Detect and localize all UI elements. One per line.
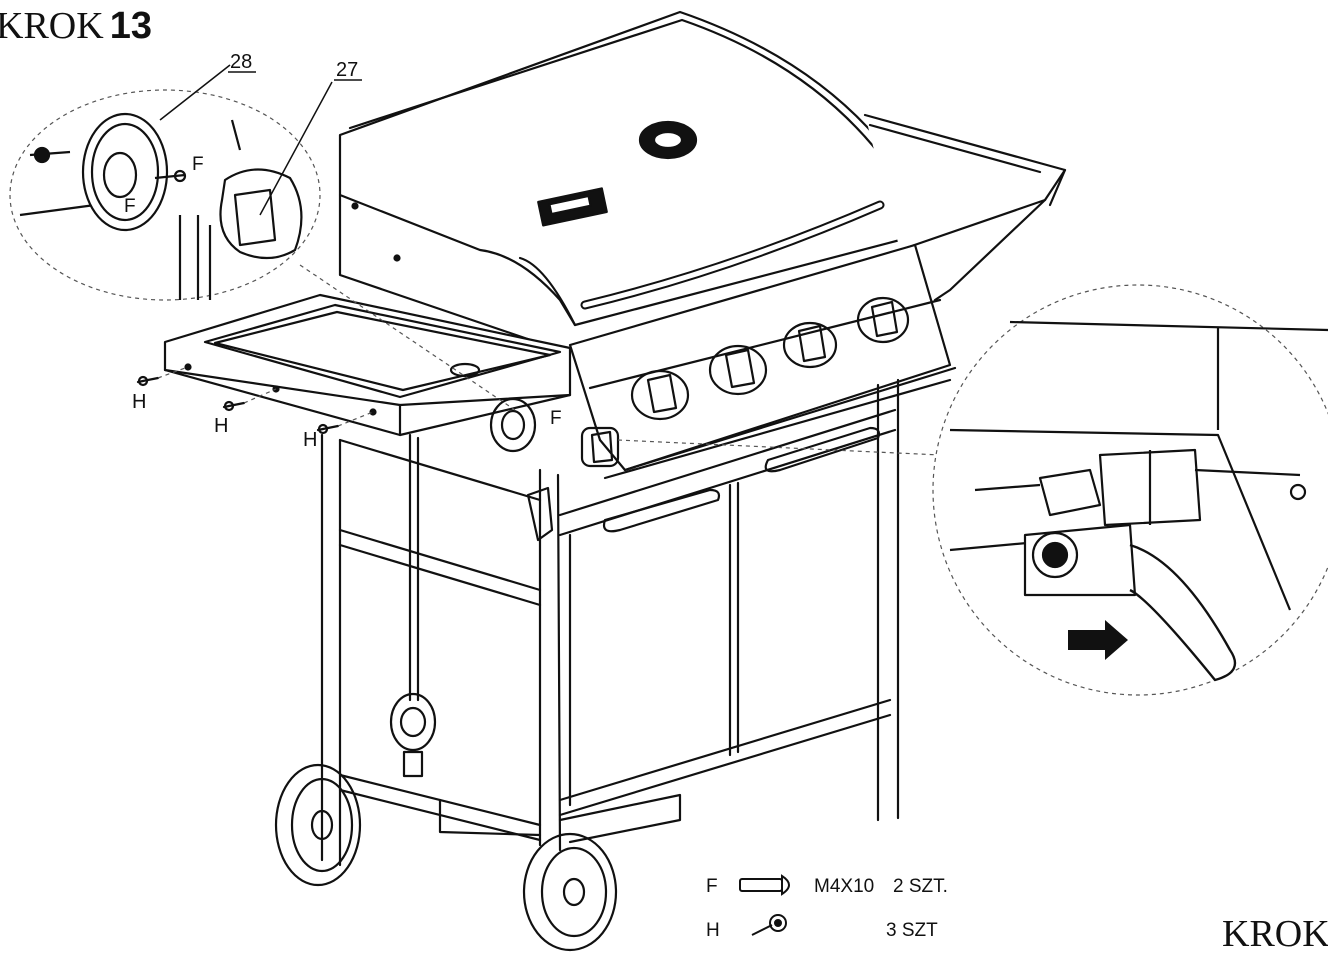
- step-word: KROK: [0, 5, 104, 47]
- screw-label-f-1: F: [192, 154, 204, 175]
- legend-qty-h: 3 SZT: [886, 920, 938, 941]
- cart-frame: [320, 378, 900, 867]
- burner-knob-1[interactable]: [630, 369, 690, 421]
- right-side-table: [863, 113, 1067, 302]
- burner-knob-3[interactable]: [782, 321, 838, 369]
- step-number: 13: [109, 5, 152, 47]
- wheel-front: [522, 832, 618, 952]
- legend-code-h: H: [706, 920, 720, 941]
- legend-qty-f: 2 SZT.: [893, 876, 948, 897]
- screw-label-h-3: H: [303, 429, 317, 451]
- side-burner-knob-27[interactable]: [580, 426, 620, 468]
- wheel-left: [274, 763, 362, 887]
- direction-arrow-icon: [1068, 620, 1128, 660]
- grill-lid: [338, 10, 902, 352]
- door-handle-right: [764, 426, 881, 473]
- screw-label-h-1: H: [132, 391, 146, 413]
- next-step-label: KROK: [1222, 913, 1328, 955]
- screw-label-h-2: H: [214, 415, 228, 437]
- part-number-28: 28: [230, 51, 252, 73]
- screw-h-3: [316, 423, 340, 435]
- hardware-legend: F M4X10 2 SZT. H 3 SZT: [706, 874, 948, 941]
- burner-knob-2[interactable]: [708, 344, 768, 396]
- machine-screw-icon: [739, 874, 790, 896]
- burner-knob-4[interactable]: [856, 296, 910, 344]
- side-burner-bezel-28: [489, 397, 537, 453]
- legend-row-h: H 3 SZT: [706, 914, 938, 941]
- door-handle-left: [602, 488, 721, 533]
- screw-h-1: [136, 375, 160, 387]
- bottle-opener: [526, 486, 554, 542]
- part-number-27: 27: [336, 59, 358, 81]
- screw-label-f-2: F: [124, 196, 136, 217]
- control-panel: [568, 243, 957, 480]
- detail-bubble-gas-valve: [932, 284, 1328, 696]
- guide-lines: [157, 264, 1328, 491]
- left-side-burner-table: [163, 293, 620, 468]
- gas-regulator: [389, 692, 437, 778]
- legend-code-f: F: [706, 876, 718, 897]
- wood-screw-icon: [751, 914, 787, 936]
- screw-h-2: [222, 400, 246, 412]
- screw-label-f-3: F: [550, 408, 562, 429]
- detail-bubble-side-burner: 28 27 F F: [9, 51, 362, 301]
- legend-row-f: F M4X10 2 SZT.: [706, 874, 948, 897]
- legend-size-f: M4X10: [814, 876, 874, 897]
